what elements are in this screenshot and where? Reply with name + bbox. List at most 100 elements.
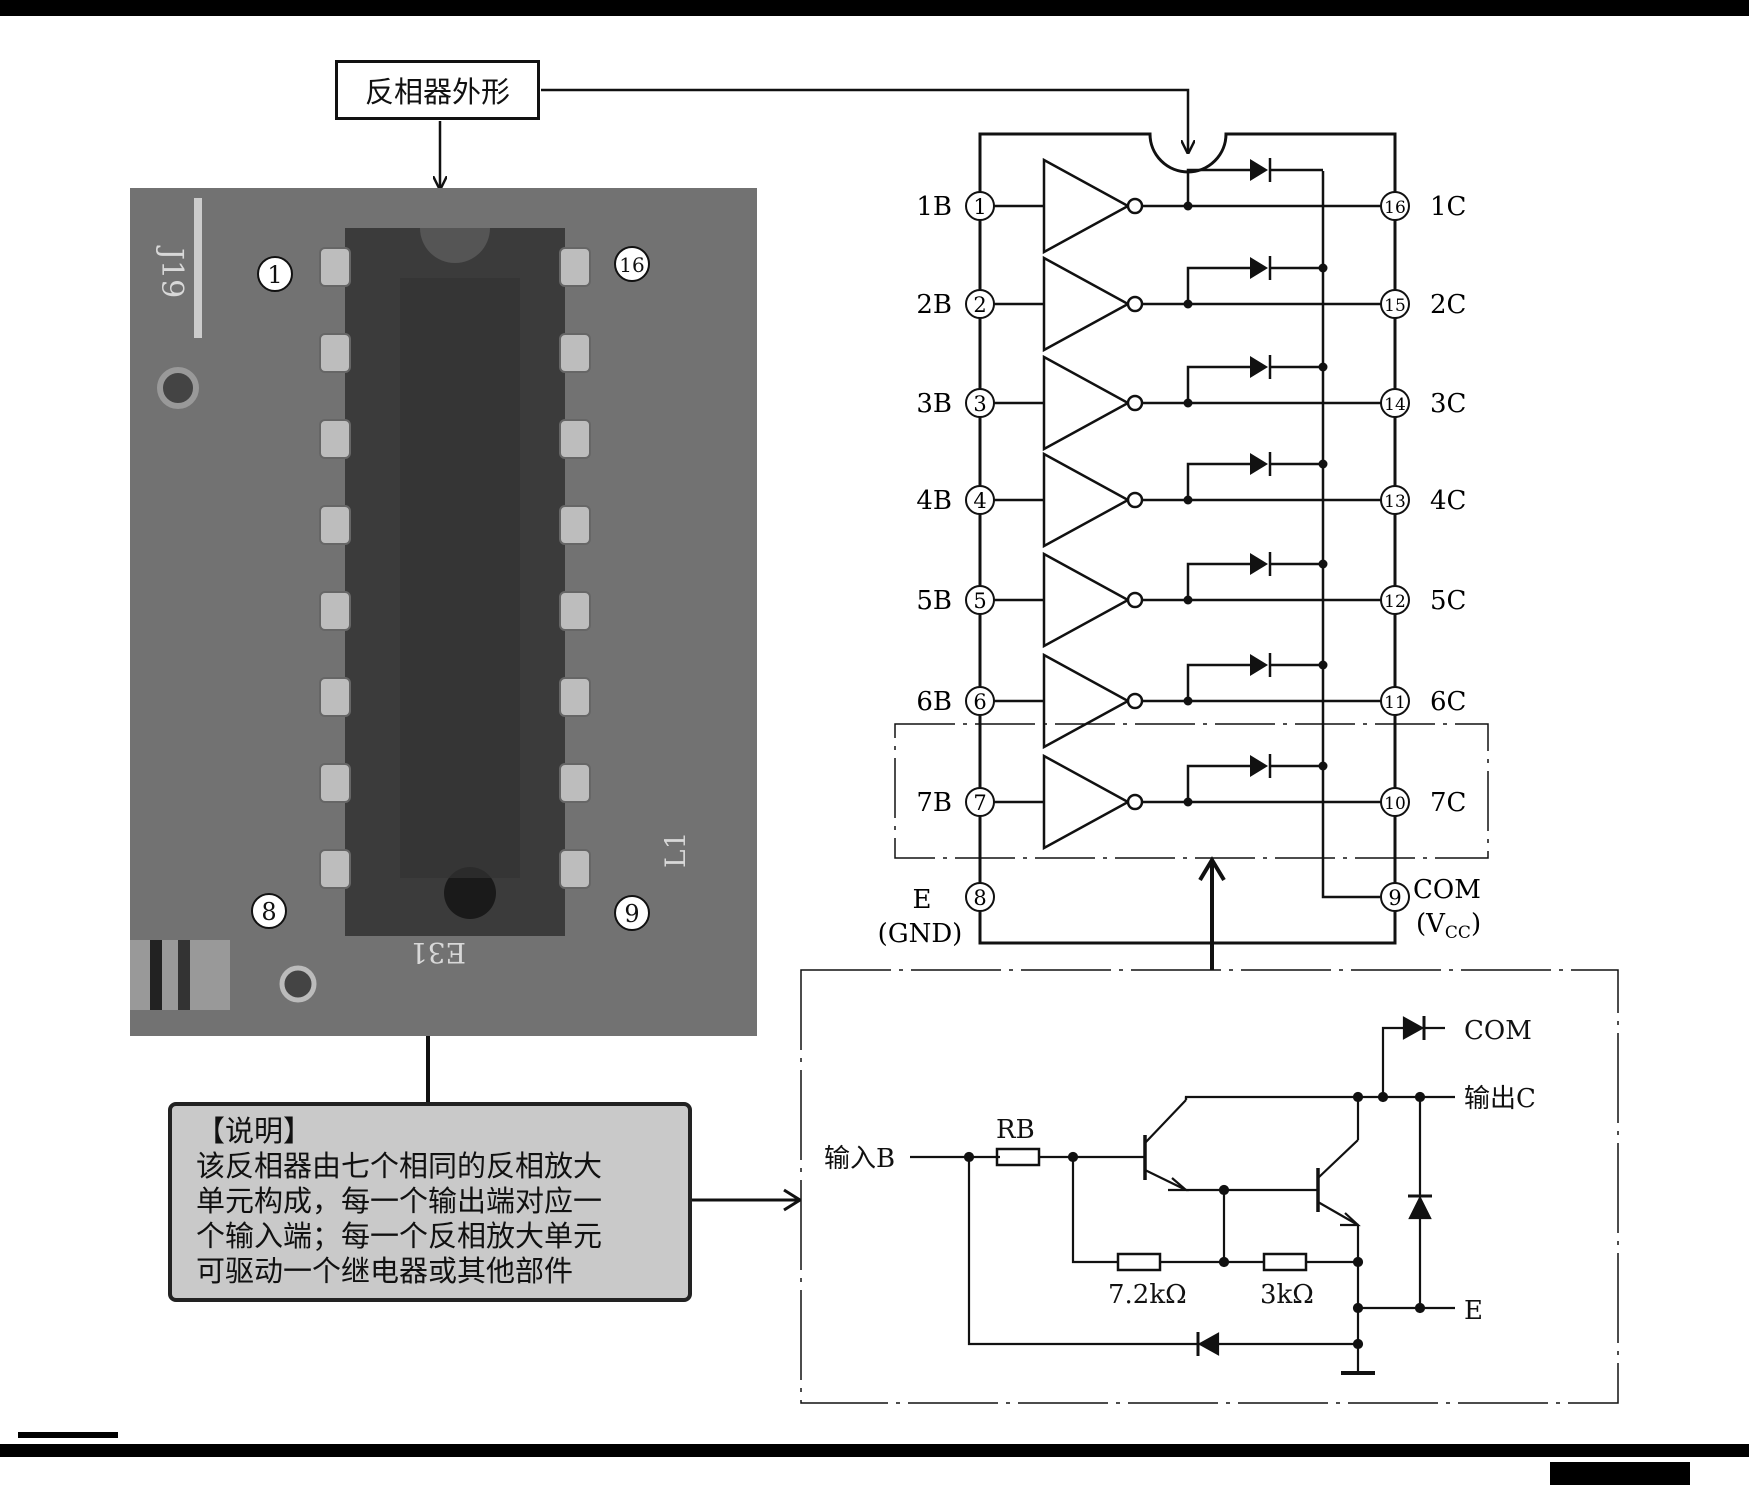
pin-9-number: 9 bbox=[1388, 886, 1401, 910]
board-mark-l1: L1 bbox=[659, 832, 692, 868]
pin-8-number: 8 bbox=[973, 886, 986, 910]
board-mark-j19: J19 bbox=[154, 245, 189, 298]
pin-circle bbox=[1380, 191, 1410, 221]
note-line-1: 该反相器由七个相同的反相放大 bbox=[196, 1149, 603, 1183]
photo-pin-labels: 1 16 8 9 bbox=[251, 246, 650, 931]
chip-pin bbox=[319, 849, 351, 889]
inverter-triangle bbox=[1042, 354, 1131, 452]
clamp-diode bbox=[1250, 257, 1268, 279]
chip-pin bbox=[559, 247, 591, 287]
inverter-triangle bbox=[1042, 255, 1131, 353]
chip-pin bbox=[559, 849, 591, 889]
pin-9-sublabel: (VCC) bbox=[1416, 909, 1481, 943]
clamp-diode bbox=[1250, 755, 1268, 777]
input-label: 输入B bbox=[824, 1144, 895, 1174]
photo-pin-8: 8 bbox=[261, 898, 276, 926]
inverter-bubble bbox=[1126, 295, 1144, 313]
unit7-highlight bbox=[894, 723, 1489, 859]
chip-pin bbox=[559, 677, 591, 717]
clamp-diode bbox=[1250, 356, 1268, 378]
pin-8-sublabel: (GND) bbox=[878, 919, 963, 949]
title-text: 反相器外形 bbox=[364, 75, 510, 109]
photo-pin-16: 16 bbox=[619, 253, 644, 277]
inverter-unit: 2 2B 15 2C bbox=[916, 255, 1466, 353]
pin-circle bbox=[965, 289, 995, 319]
pin-circle bbox=[965, 388, 995, 418]
left-pin-number: 3 bbox=[973, 392, 986, 416]
inverter-bubble bbox=[1126, 491, 1144, 509]
chip-pin bbox=[559, 591, 591, 631]
chip-pin bbox=[559, 763, 591, 803]
pin-circle bbox=[1380, 686, 1410, 716]
note-line-3: 个输入端；每一个反相放大单元 bbox=[196, 1219, 603, 1253]
clamp-diode bbox=[1250, 553, 1268, 575]
left-pin-label: 4B bbox=[916, 486, 952, 516]
pin-9-label: COM bbox=[1413, 875, 1481, 905]
inverter-bubble bbox=[1126, 692, 1144, 710]
inverter-triangle bbox=[1042, 753, 1131, 851]
note-heading: 【说明】 bbox=[196, 1114, 313, 1148]
left-pin-label: 3B bbox=[916, 389, 952, 419]
pin-circle bbox=[1380, 388, 1410, 418]
chip-pin bbox=[319, 419, 351, 459]
left-pin-label: 1B bbox=[916, 192, 952, 222]
note-line-4: 可驱动一个继电器或其他部件 bbox=[196, 1254, 574, 1288]
title-box: 反相器外形 bbox=[335, 60, 540, 120]
left-pin-label: 7B bbox=[916, 788, 952, 818]
photo-pin-1: 1 bbox=[267, 261, 282, 289]
left-pin-number: 5 bbox=[973, 589, 986, 613]
left-pin-label: 2B bbox=[916, 290, 952, 320]
inverter-bubble bbox=[1126, 197, 1144, 215]
left-pin-number: 2 bbox=[973, 293, 986, 317]
right-pin-label: 1C bbox=[1430, 192, 1466, 222]
board-mark-e31: E31 bbox=[410, 936, 466, 969]
photo-pin-9: 9 bbox=[624, 900, 639, 928]
chip-pin bbox=[559, 419, 591, 459]
inverter-triangle bbox=[1042, 652, 1131, 750]
right-pin-number: 15 bbox=[1384, 296, 1406, 316]
bottom-border bbox=[0, 1444, 1749, 1457]
pin-circle bbox=[965, 686, 995, 716]
right-pin-number: 11 bbox=[1384, 693, 1406, 713]
clamp-diode bbox=[1250, 654, 1268, 676]
schematic-box bbox=[800, 969, 1619, 1404]
pin-circle bbox=[965, 787, 995, 817]
inverter-triangle bbox=[1042, 157, 1131, 255]
pin-circle bbox=[965, 485, 995, 515]
com-label: COM bbox=[1464, 1016, 1532, 1046]
right-pin-label: 4C bbox=[1430, 486, 1466, 516]
right-pin-number: 12 bbox=[1384, 592, 1406, 612]
left-pin-label: 5B bbox=[916, 586, 952, 616]
r1-label: 7.2kΩ bbox=[1108, 1280, 1187, 1310]
output-label: 输出C bbox=[1464, 1084, 1536, 1114]
com-bus bbox=[1321, 171, 1380, 899]
bottom-mark-right bbox=[1550, 1462, 1690, 1485]
inverter-bubble bbox=[1126, 394, 1144, 412]
clamp-diode bbox=[1250, 453, 1268, 475]
pin-circle bbox=[1380, 585, 1410, 615]
internal-schematic bbox=[910, 1016, 1455, 1375]
r2-label: 3kΩ bbox=[1260, 1280, 1314, 1310]
inverter-bubble bbox=[1126, 793, 1144, 811]
right-pin-label: 6C bbox=[1430, 687, 1466, 717]
top-border bbox=[0, 0, 1749, 16]
chip-photo: J19 E31 L1 1 16 8 9 bbox=[130, 188, 757, 1036]
pin-circle bbox=[1380, 289, 1410, 319]
note-line-2: 单元构成，每一个输出端对应一 bbox=[196, 1184, 603, 1218]
right-pin-label: 2C bbox=[1430, 290, 1466, 320]
pin-circle bbox=[965, 585, 995, 615]
schematic-labels: 输入B RB 7.2kΩ 3kΩ COM 输出C E bbox=[824, 1016, 1536, 1326]
inverter-triangle bbox=[1042, 551, 1131, 649]
pin-circle bbox=[1380, 485, 1410, 515]
ic-outline bbox=[978, 132, 1397, 945]
pin-9: 9 COM (VCC) bbox=[1380, 875, 1481, 943]
chip-pin bbox=[319, 677, 351, 717]
chip-pin bbox=[319, 591, 351, 631]
left-pin-number: 4 bbox=[973, 489, 986, 513]
pin-circle bbox=[1380, 787, 1410, 817]
